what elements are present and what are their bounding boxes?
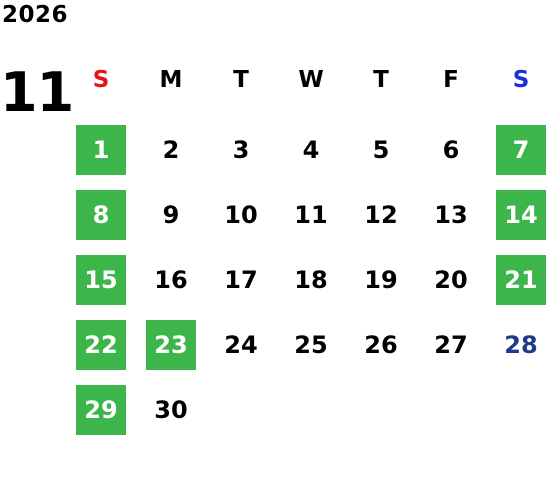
day-cell-29[interactable]: 29 [76, 385, 126, 435]
day-cell-17[interactable]: 17 [224, 266, 258, 294]
day-cell-23[interactable]: 23 [146, 320, 196, 370]
day-cell-12[interactable]: 12 [364, 201, 398, 229]
day-cell-20[interactable]: 20 [434, 266, 468, 294]
weekday-header-sat: S [512, 67, 530, 93]
day-cell-18[interactable]: 18 [294, 266, 328, 294]
weekday-header-mon: M [159, 67, 183, 93]
day-cell-4[interactable]: 4 [302, 136, 320, 164]
weekday-header-fri: F [443, 67, 459, 93]
day-cell-3[interactable]: 3 [232, 136, 250, 164]
weekday-header-tue: T [233, 67, 249, 93]
day-cell-9[interactable]: 9 [162, 201, 180, 229]
day-cell-1[interactable]: 1 [76, 125, 126, 175]
day-cell-11[interactable]: 11 [294, 201, 328, 229]
year-label: 2026 [2, 2, 69, 28]
day-cell-30[interactable]: 30 [154, 396, 188, 424]
day-cell-21[interactable]: 21 [496, 255, 546, 305]
day-cell-15[interactable]: 15 [76, 255, 126, 305]
day-cell-24[interactable]: 24 [224, 331, 258, 359]
day-cell-28[interactable]: 28 [504, 331, 538, 359]
day-cell-7[interactable]: 7 [496, 125, 546, 175]
month-number: 11 [0, 61, 74, 124]
day-cell-14[interactable]: 14 [496, 190, 546, 240]
weekday-header-thu: T [373, 67, 389, 93]
day-cell-5[interactable]: 5 [372, 136, 390, 164]
day-cell-27[interactable]: 27 [434, 331, 468, 359]
day-cell-6[interactable]: 6 [442, 136, 460, 164]
day-cell-2[interactable]: 2 [162, 136, 180, 164]
weekday-header-sun: S [92, 67, 110, 93]
day-cell-22[interactable]: 22 [76, 320, 126, 370]
day-cell-25[interactable]: 25 [294, 331, 328, 359]
day-cell-19[interactable]: 19 [364, 266, 398, 294]
day-cell-10[interactable]: 10 [224, 201, 258, 229]
day-cell-13[interactable]: 13 [434, 201, 468, 229]
day-cell-16[interactable]: 16 [154, 266, 188, 294]
day-cell-8[interactable]: 8 [76, 190, 126, 240]
day-cell-26[interactable]: 26 [364, 331, 398, 359]
weekday-header-wed: W [298, 67, 324, 93]
